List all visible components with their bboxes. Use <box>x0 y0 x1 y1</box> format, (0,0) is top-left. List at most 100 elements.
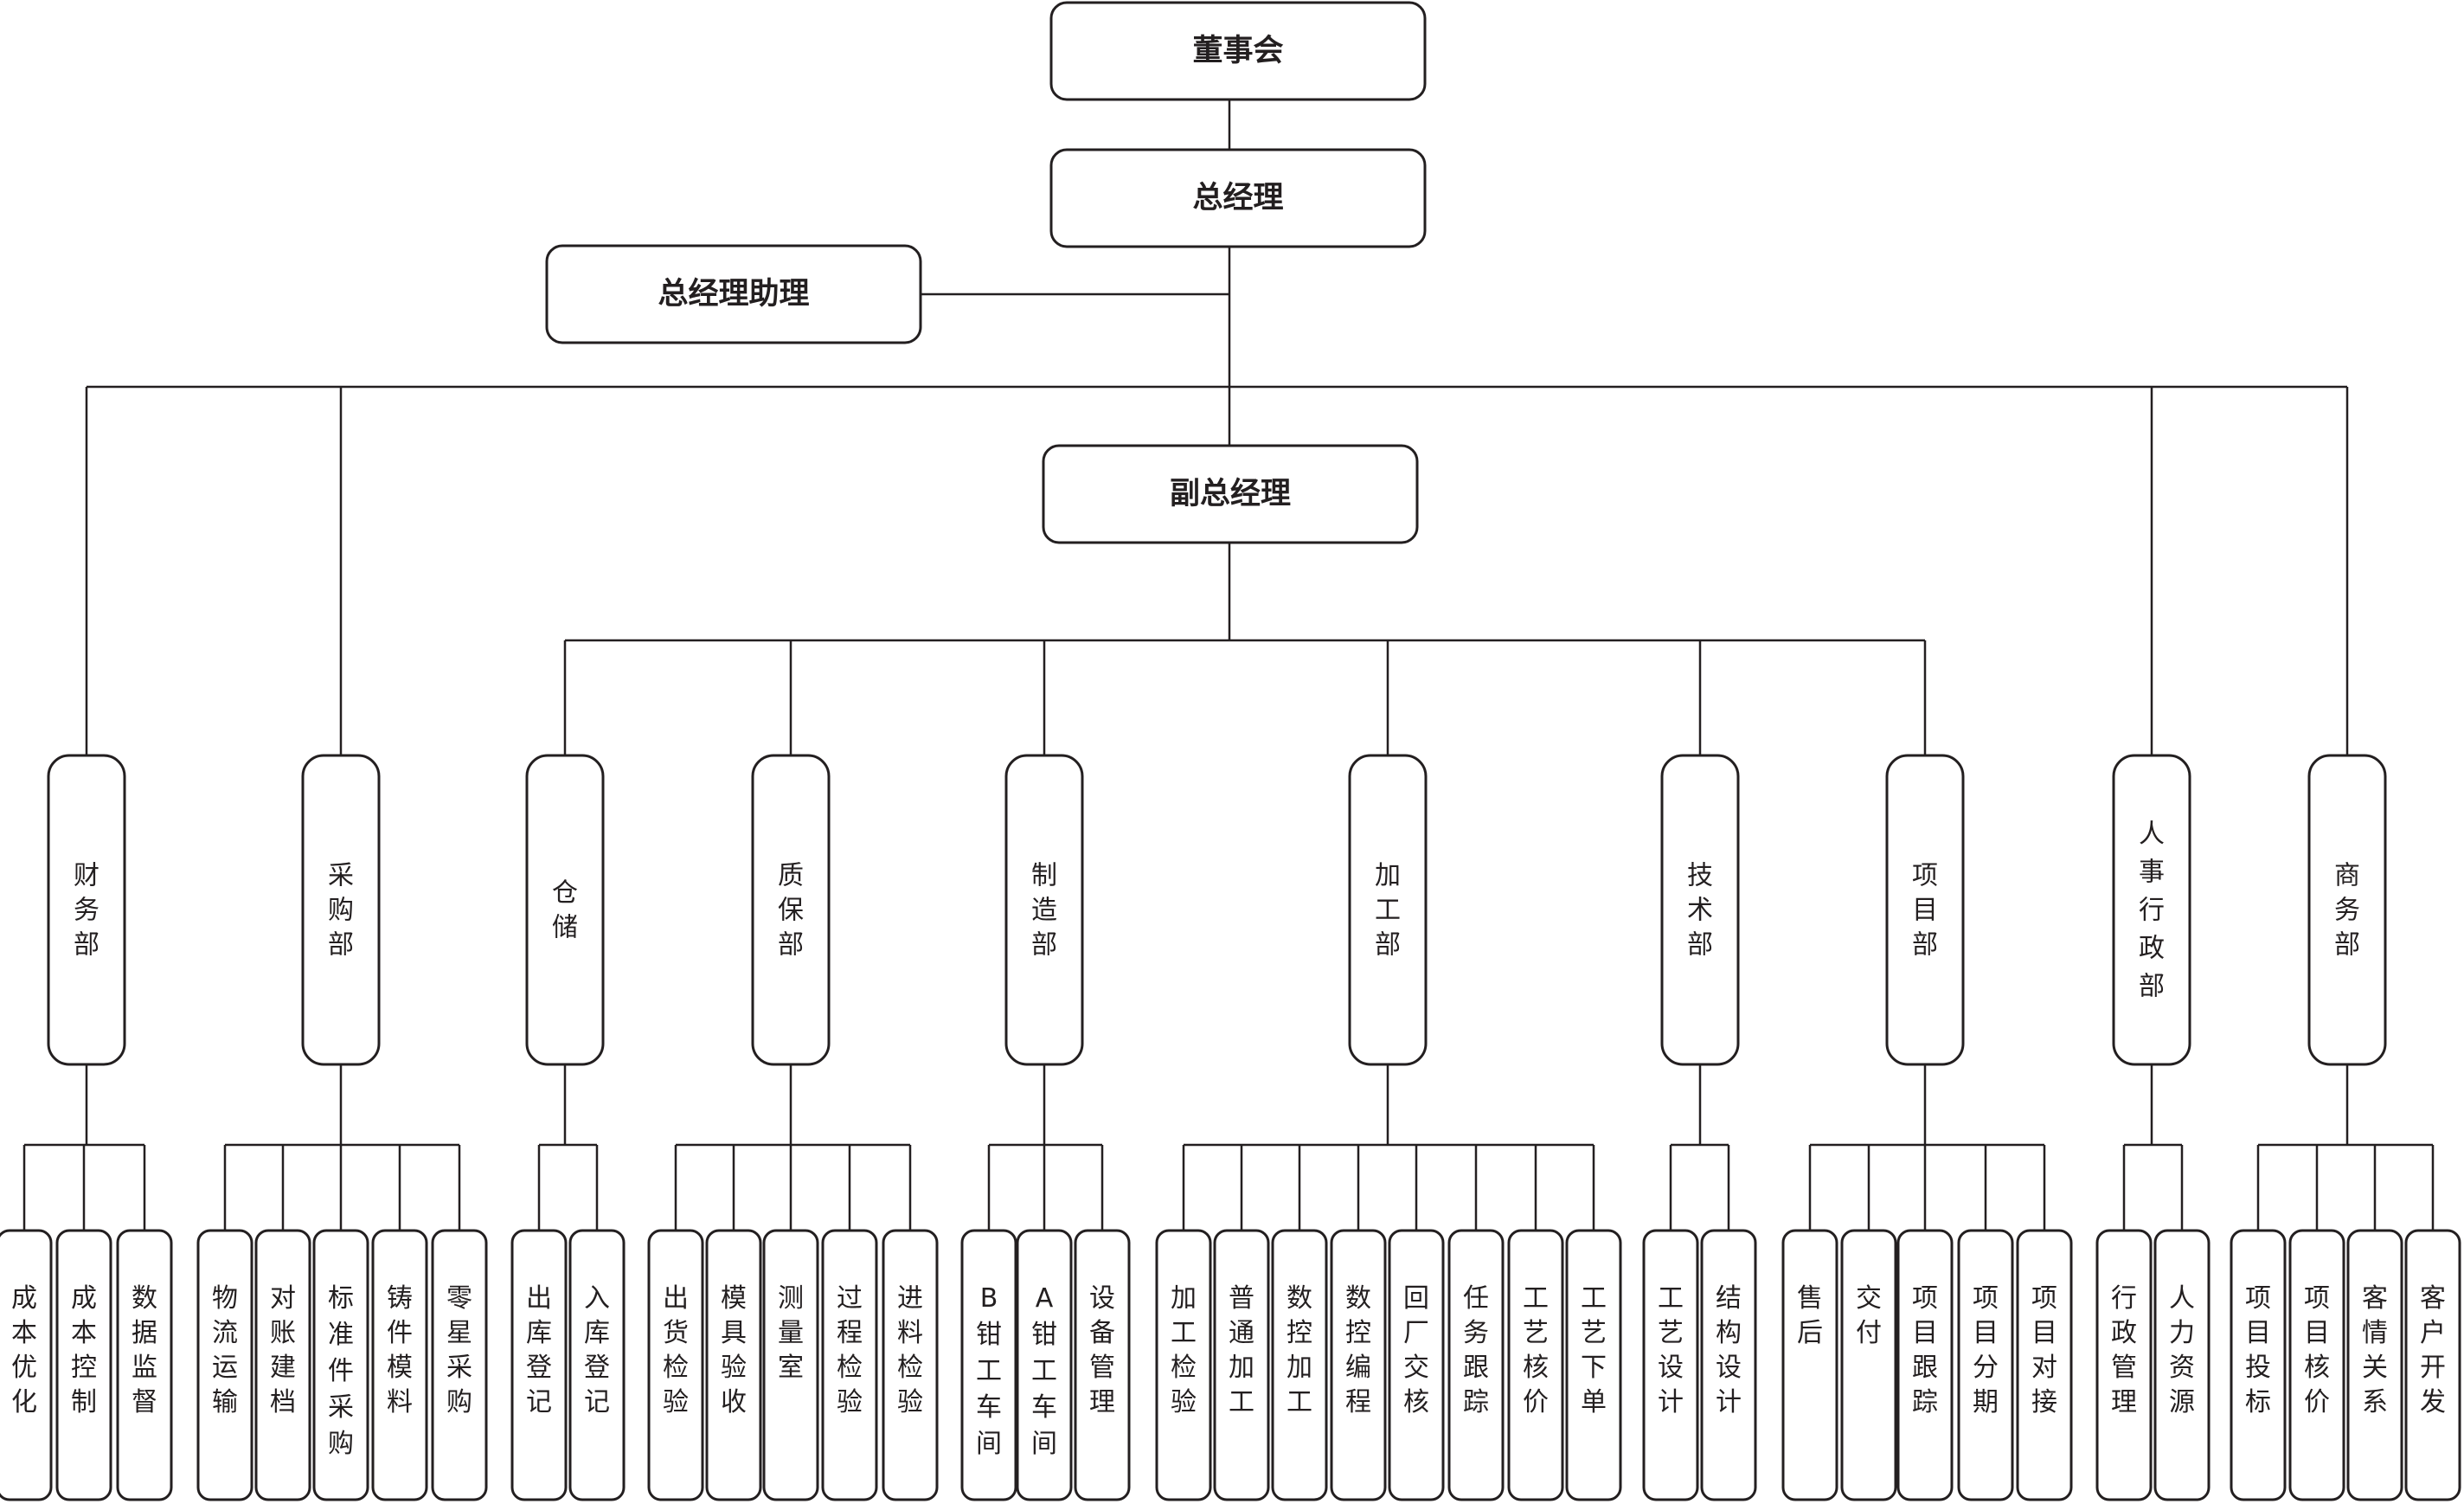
sub-unit-box <box>1565 1229 1622 1501</box>
sub-unit-box <box>647 1229 704 1501</box>
sub-unit-label: 项目分期 <box>1973 1283 1999 1417</box>
department-box <box>1885 754 1965 1066</box>
department-label: 质保部 <box>778 860 804 960</box>
sub-unit-box <box>882 1229 939 1501</box>
sub-unit-node: 铸件模料 <box>371 1229 428 1501</box>
sub-unit-label: 零星采购 <box>446 1283 472 1417</box>
sub-unit-box <box>0 1229 53 1501</box>
sub-unit-label: 成本控制 <box>71 1283 97 1417</box>
sub-unit-box <box>1388 1229 1445 1501</box>
sub-unit-box <box>2016 1229 2073 1501</box>
sub-unit-node: 数控编程 <box>1330 1229 1387 1501</box>
sub-unit-box <box>1840 1229 1897 1501</box>
gm-assistant-label: 总经理助理 <box>658 277 809 312</box>
department-box <box>1660 754 1740 1066</box>
connector-lines <box>22 100 2435 1231</box>
sub-unit-node: 客户开发 <box>2404 1229 2461 1501</box>
department-box <box>751 754 831 1066</box>
sub-unit-node: 工艺下单 <box>1565 1229 1622 1501</box>
board-label: 董事会 <box>1192 34 1283 68</box>
sub-unit-box <box>1447 1229 1505 1501</box>
sub-unit-label: 标准件采购 <box>328 1283 354 1459</box>
sub-unit-box <box>1507 1229 1564 1501</box>
sub-unit-box <box>1642 1229 1699 1501</box>
sub-unit-label: 项目投标 <box>2245 1283 2271 1417</box>
sub-unit-label: 客户开发 <box>2420 1283 2446 1417</box>
sub-unit-label: 结构设计 <box>1716 1283 1742 1417</box>
sub-unit-box <box>1074 1229 1131 1501</box>
sub-unit-node: 任务跟踪 <box>1447 1229 1505 1501</box>
sub-unit-label: 普通加工 <box>1229 1283 1254 1417</box>
sub-unit-node: 售后 <box>1781 1229 1838 1501</box>
sub-unit-node: 回厂交核 <box>1388 1229 1445 1501</box>
sub-unit-node: 加工检验 <box>1155 1229 1212 1501</box>
deputy-gm-box <box>1042 444 1419 544</box>
sub-unit-box <box>1781 1229 1838 1501</box>
sub-unit-node: 标准件采购 <box>312 1229 369 1501</box>
sub-unit-label: 交付 <box>1856 1283 1882 1348</box>
sub-unit-label: 数控加工 <box>1287 1283 1312 1417</box>
sub-unit-box <box>1016 1229 1073 1501</box>
sub-unit-node: 出库登记 <box>510 1229 568 1501</box>
sub-unit-node: 普通加工 <box>1213 1229 1270 1501</box>
sub-unit-box <box>371 1229 428 1501</box>
sub-unit-label: 工艺核价 <box>1523 1283 1549 1417</box>
department-box <box>525 754 605 1066</box>
sub-unit-label: 行政管理 <box>2111 1283 2137 1417</box>
sub-unit-label: 客情关系 <box>2362 1283 2388 1417</box>
gm-assistant-node: 总经理助理 <box>545 244 922 344</box>
sub-unit-box <box>510 1229 568 1501</box>
department-label: 技术部 <box>1687 860 1713 960</box>
sub-unit-box <box>312 1229 369 1501</box>
department-box <box>1004 754 1084 1066</box>
sub-unit-label: 模具验收 <box>721 1283 747 1417</box>
sub-unit-label: 人力资源 <box>2169 1283 2195 1417</box>
sub-unit-label: 工艺设计 <box>1658 1283 1684 1417</box>
sub-unit-box <box>55 1229 112 1501</box>
sub-unit-node: 项目核价 <box>2288 1229 2345 1501</box>
department-box <box>301 754 381 1066</box>
board-box <box>1049 1 1427 101</box>
sub-unit-box <box>1896 1229 1954 1501</box>
department-label: 人事行政部 <box>2139 819 2165 1001</box>
sub-unit-label: 售后 <box>1797 1283 1823 1348</box>
department-label: 加工部 <box>1375 860 1401 960</box>
department-label: 制造部 <box>1031 860 1057 960</box>
sub-unit-node: 模具验收 <box>705 1229 762 1501</box>
general-manager-node: 总经理 <box>1049 148 1427 248</box>
sub-unit-node: 项目投标 <box>2230 1229 2287 1501</box>
sub-unit-box <box>821 1229 878 1501</box>
sub-unit-label: 回厂交核 <box>1403 1283 1429 1417</box>
sub-unit-node: 交付 <box>1840 1229 1897 1501</box>
sub-unit-box <box>1271 1229 1328 1501</box>
sub-unit-node: 数控加工 <box>1271 1229 1328 1501</box>
sub-unit-label: 数据监督 <box>132 1283 157 1417</box>
sub-unit-label: 工艺下单 <box>1581 1283 1607 1417</box>
sub-unit-box <box>1957 1229 2014 1501</box>
sub-unit-label: 项目核价 <box>2304 1283 2330 1417</box>
sub-unit-label: 项目对接 <box>2031 1283 2057 1417</box>
sub-unit-label: 任务跟踪 <box>1463 1283 1489 1417</box>
department-label: 项目部 <box>1912 860 1938 960</box>
sub-unit-label: 铸件模料 <box>387 1283 413 1417</box>
sub-unit-node: 设备管理 <box>1074 1229 1131 1501</box>
sub-unit-box <box>2153 1229 2211 1501</box>
sub-unit-node: 成本控制 <box>55 1229 112 1501</box>
sub-unit-label: 设备管理 <box>1089 1283 1115 1417</box>
sub-unit-label: 数控编程 <box>1345 1283 1371 1417</box>
department-box <box>47 754 126 1066</box>
department-box <box>2112 754 2191 1066</box>
sub-unit-box <box>2095 1229 2153 1501</box>
sub-unit-node: 人力资源 <box>2153 1229 2211 1501</box>
sub-unit-node: 出货检验 <box>647 1229 704 1501</box>
general-manager-label: 总经理 <box>1192 181 1283 215</box>
sub-unit-node: 客情关系 <box>2346 1229 2403 1501</box>
